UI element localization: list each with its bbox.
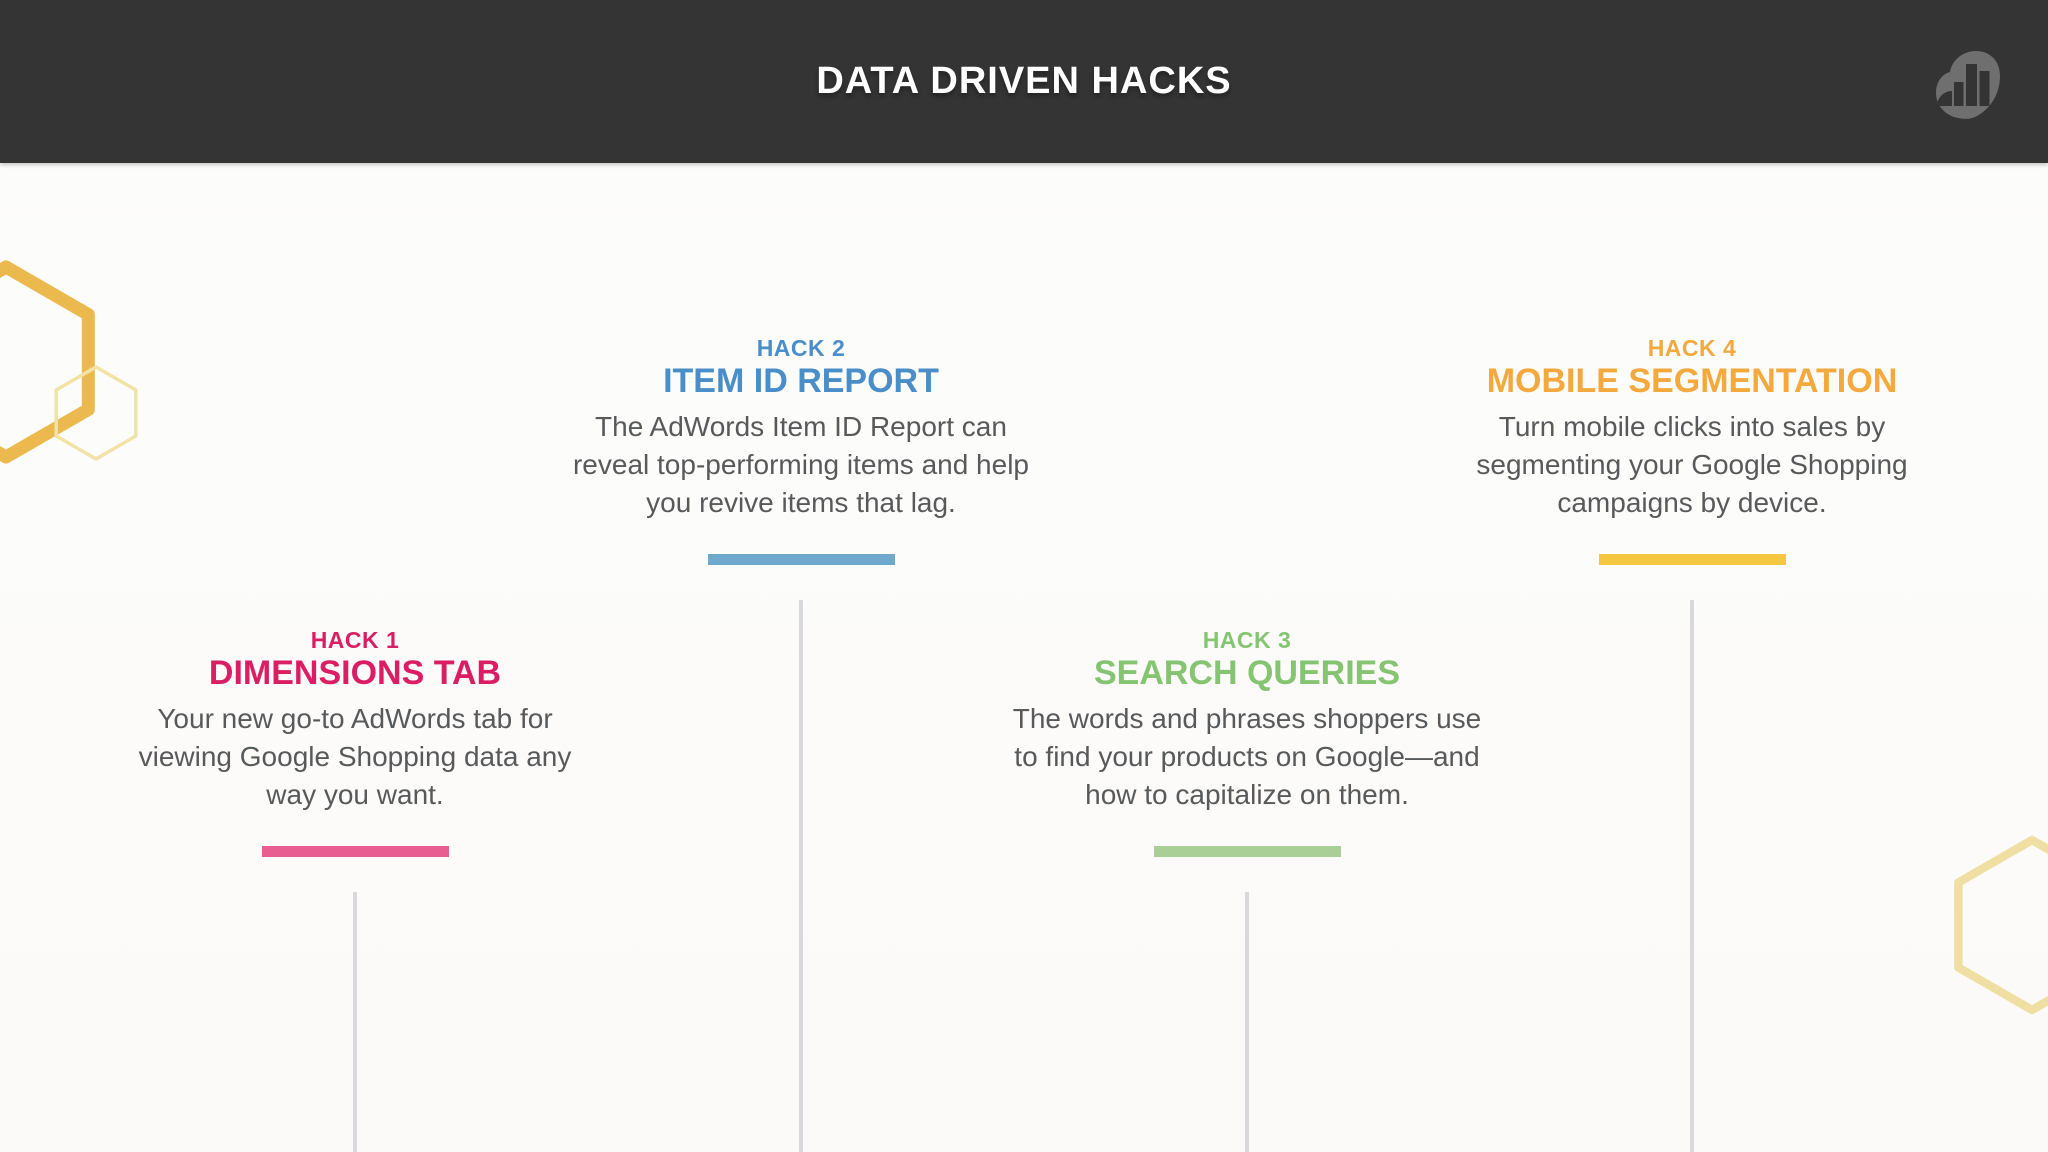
hack-title: SEARCH QUERIES (1093, 654, 1401, 692)
hack-description: The AdWords Item ID Report can reveal to… (572, 411, 1029, 518)
hack-title: MOBILE SEGMENTATION (1486, 362, 1898, 400)
hack-label: HACK 1 (310, 627, 400, 653)
accent-underline (1153, 846, 1341, 857)
logo-bar-3 (1979, 71, 1990, 106)
hack-label: HACK 2 (756, 335, 846, 361)
hack-card-4: HACK 4 MOBILE SEGMENTATION Turn mobile c… (1457, 334, 1927, 565)
hack-card-3: HACK 3 SEARCH QUERIES The words and phra… (1012, 626, 1482, 857)
hexagon-small-icon (54, 365, 138, 461)
hexagon-right-icon (1954, 835, 2048, 1015)
logo-bar-2 (1966, 64, 1977, 106)
logo-pie-wedge (1937, 91, 1952, 106)
accent-underline (1598, 554, 1786, 565)
hack-label: HACK 3 (1202, 627, 1292, 653)
hack-description: Your new go-to AdWords tab for viewing G… (138, 703, 572, 810)
timeline-line (1690, 600, 1694, 1152)
logo-bar-1 (1954, 82, 1964, 106)
hack-description: Turn mobile clicks into sales by segment… (1476, 411, 1908, 518)
hack-title: ITEM ID REPORT (663, 362, 939, 400)
heart-bar-chart-logo-icon (1936, 51, 2000, 119)
hack-card-1: HACK 1 DIMENSIONS TAB Your new go-to AdW… (120, 626, 590, 857)
accent-underline (261, 846, 449, 857)
hexagon-large-icon (0, 260, 95, 464)
hack-card-2: HACK 2 ITEM ID REPORT The AdWords Item I… (566, 334, 1036, 565)
hack-title: DIMENSIONS TAB (208, 654, 502, 692)
timeline-line (799, 600, 803, 1152)
timeline-line (353, 892, 357, 1152)
page-title: DATA DRIVEN HACKS (816, 60, 1232, 102)
timeline-line (1245, 892, 1249, 1152)
hack-label: HACK 4 (1647, 335, 1737, 361)
hexagon-decoration-left (0, 260, 138, 464)
accent-underline (707, 554, 895, 565)
hexagon-decoration-bottom-right (1954, 835, 2048, 1015)
header-bar: DATA DRIVEN HACKS (0, 0, 2048, 163)
hack-description: The words and phrases shoppers use to fi… (1012, 703, 1482, 810)
